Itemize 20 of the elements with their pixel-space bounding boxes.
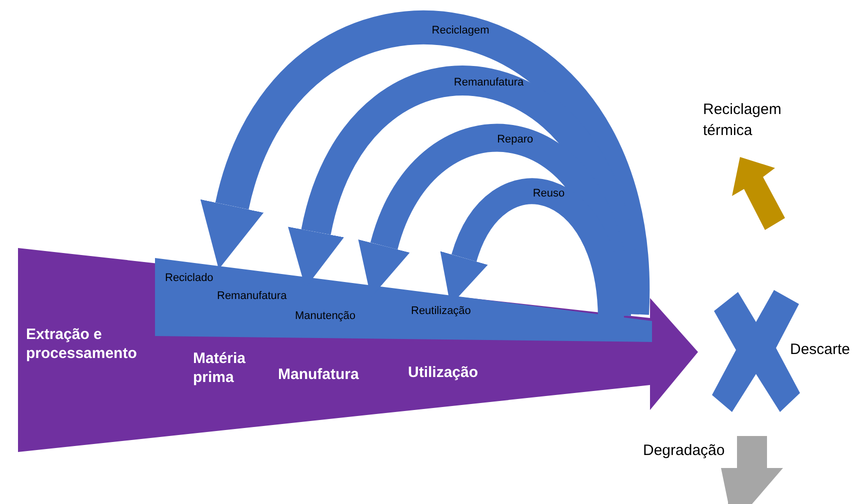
stage-label: Manutenção xyxy=(295,310,357,324)
stage-label: Matéria prima xyxy=(193,350,247,388)
curved-arrow xyxy=(358,124,631,318)
note-label: Descarte xyxy=(790,340,852,360)
stage-label: Remanufatura xyxy=(217,290,288,304)
stage-label: Extração e processamento xyxy=(26,326,138,364)
curved-arrow xyxy=(288,66,639,315)
stage-label: Reutilização xyxy=(411,305,472,319)
curved-arrow xyxy=(201,10,649,315)
curved-arrow xyxy=(440,178,624,319)
stage-label: Utilização xyxy=(408,364,480,383)
stage-label: Reciclado xyxy=(165,272,214,286)
edge-label: Reuso xyxy=(532,188,565,200)
edge-label: Reparo xyxy=(497,134,534,146)
note-label: Degradação xyxy=(643,441,726,461)
loop-band xyxy=(155,258,652,342)
edge-label: Remanufatura xyxy=(454,78,524,89)
note-label: Reciclagem térmica xyxy=(703,100,782,141)
stage-label: Manufatura xyxy=(278,366,360,385)
edge-label: Reciclagem xyxy=(432,26,490,37)
